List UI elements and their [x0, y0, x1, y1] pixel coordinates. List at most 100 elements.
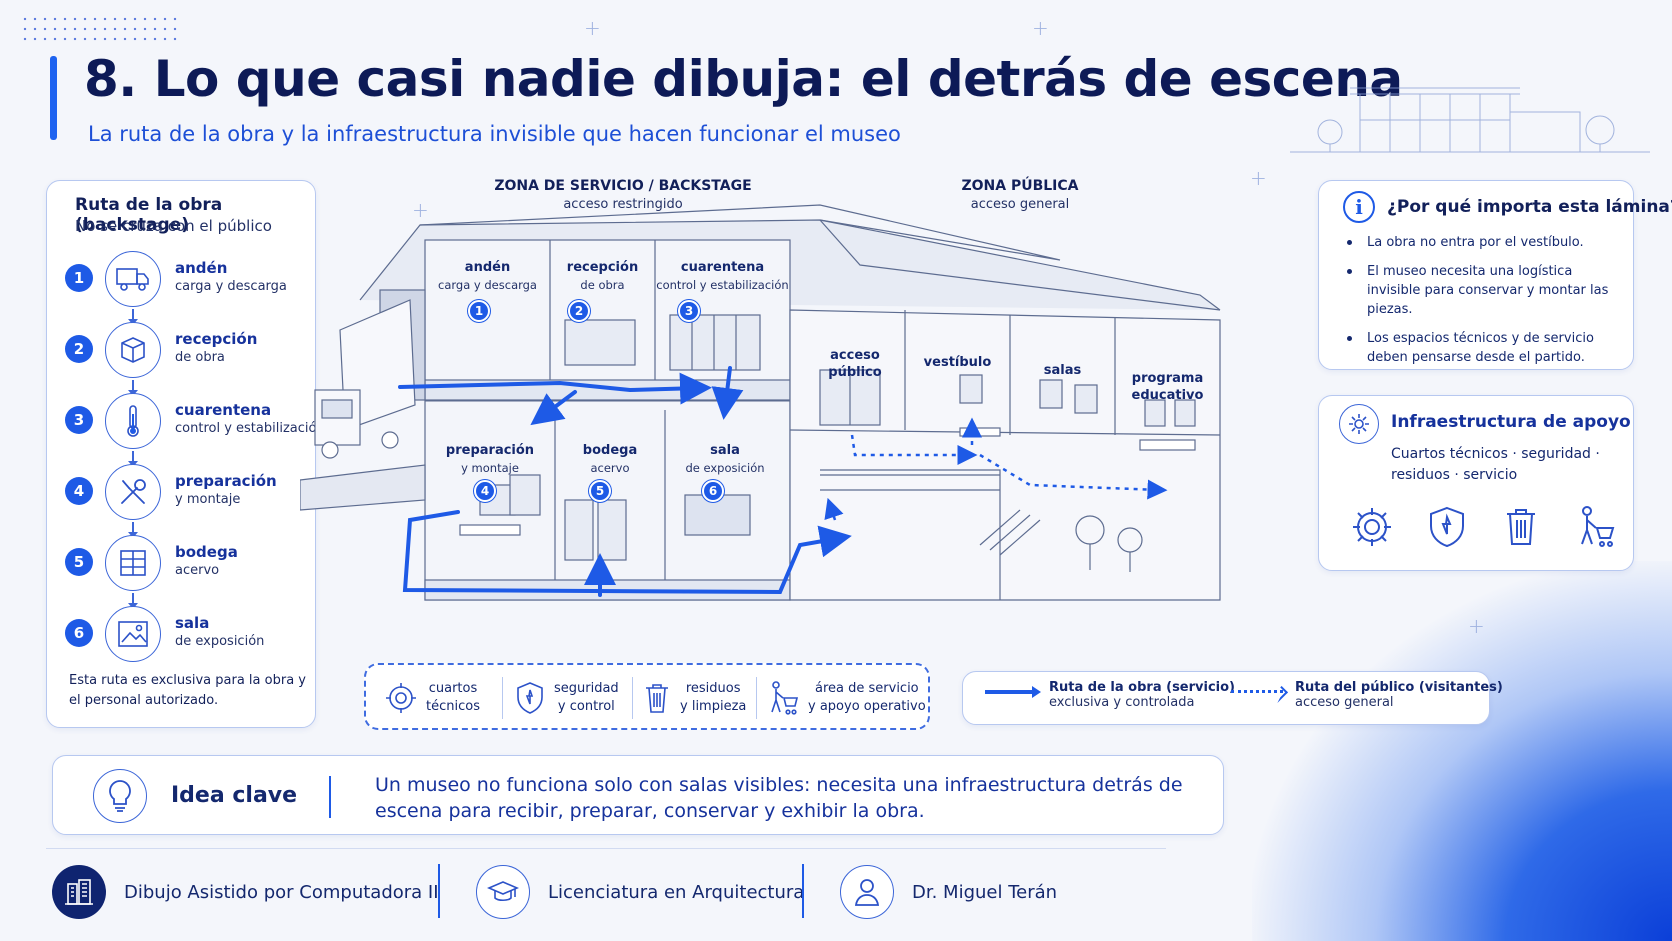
step-arrow — [128, 593, 138, 609]
route-note: Esta ruta es exclusiva para la obra y el… — [69, 673, 306, 708]
infrastructure-panel: Infraestructura de apoyo Cuartos técnico… — [1318, 395, 1634, 571]
tools-icon — [105, 464, 161, 520]
route-step: 2 recepción de obra — [61, 322, 311, 380]
list-item: La obra no entra por el vestíbulo. — [1343, 233, 1629, 252]
service-item: seguridad y control — [514, 673, 619, 723]
building-icon — [52, 865, 106, 919]
room-name: sala — [710, 443, 740, 458]
step-number: 6 — [65, 619, 93, 647]
zone-service-sub: acceso restringido — [563, 197, 683, 212]
step-arrow — [128, 309, 138, 325]
zone-service-label: ZONA DE SERVICIO / BACKSTAGE — [494, 178, 752, 194]
room-sub: carga y descarga — [438, 278, 537, 292]
zone-public-label: ZONA PÚBLICA — [961, 178, 1079, 194]
step-desc: y montaje — [175, 492, 241, 507]
building-section-sketch — [299, 204, 1221, 601]
step-number: 2 — [65, 335, 93, 363]
room-sub: y montaje — [461, 461, 519, 475]
step-number: 5 — [65, 548, 93, 576]
public-room-name: acceso — [830, 348, 880, 363]
step-number: 3 — [65, 406, 93, 434]
route-step: 4 preparación y montaje — [61, 464, 311, 522]
footer-text: Licenciatura en Arquitectura — [548, 881, 805, 903]
decorative-plus: + — [1032, 16, 1049, 40]
step-name: andén — [175, 259, 228, 277]
room-sub: de exposición — [685, 461, 765, 475]
gear-icon — [1353, 508, 1391, 546]
step-desc: de exposición — [175, 634, 265, 649]
infra-title: Infraestructura de apoyo — [1391, 412, 1631, 432]
step-name: cuarentena — [175, 401, 272, 419]
decorative-plus: + — [1250, 166, 1267, 190]
museum-section-drawing: andén carga y descarga 1 recepción de ob… — [299, 200, 1320, 655]
route-step: 1 andén carga y descarga — [61, 251, 311, 309]
gear-icon — [1339, 404, 1379, 444]
worker-cart-icon — [771, 681, 799, 715]
page-title: 8. Lo que casi nadie dibuja: el detrás d… — [84, 50, 1403, 108]
room-badge: 3 — [678, 300, 700, 322]
service-line1: área de servicio — [815, 681, 919, 696]
divider — [502, 677, 503, 719]
trash-icon — [1507, 509, 1536, 545]
key-idea-panel: Idea clave Un museo no funciona solo con… — [52, 755, 1224, 835]
dotted-arrow-icon — [1231, 690, 1283, 693]
legend-name: Ruta de la obra (servicio) — [1049, 680, 1235, 695]
divider — [802, 864, 804, 918]
room-sub: control y estabilización — [656, 278, 789, 292]
route-step: 3 cuarentena control y estabilización — [61, 393, 325, 451]
route-step: 6 sala de exposición — [61, 606, 311, 664]
divider — [438, 864, 440, 918]
room-badge: 5 — [589, 480, 611, 502]
room-name: andén — [464, 260, 511, 275]
step-number: 1 — [65, 264, 93, 292]
legend-item-service: Ruta de la obra (servicio) exclusiva y c… — [985, 680, 1235, 710]
service-line2: y limpieza — [680, 699, 747, 714]
service-line2: técnicos — [426, 699, 480, 714]
step-arrow — [128, 451, 138, 467]
room-name: recepción — [566, 260, 639, 275]
step-arrow — [128, 522, 138, 538]
footer-author: Dr. Miguel Terán — [840, 864, 1057, 920]
footer-divider — [46, 848, 1166, 849]
room-sub: de obra — [580, 278, 625, 292]
route-legend: Ruta de la obra (servicio) exclusiva y c… — [962, 671, 1503, 725]
truck-icon — [105, 251, 161, 307]
step-desc: control y estabilización — [175, 421, 325, 436]
room-sub: acervo — [590, 461, 630, 475]
service-line2: y apoyo operativo — [808, 699, 926, 714]
shield-icon — [517, 682, 543, 714]
worker-cart-icon — [1581, 506, 1615, 547]
idea-title: Idea clave — [171, 783, 298, 808]
picture-icon — [105, 606, 161, 662]
service-line1: seguridad — [554, 681, 619, 696]
service-line2: y control — [557, 699, 615, 714]
service-areas-strip: cuartos técnicos seguridad y control resid… — [364, 663, 930, 730]
why-list: La obra no entra por el vestíbulo. El mu… — [1343, 233, 1629, 377]
route-title: Ruta de la obra (backstage) — [75, 195, 223, 235]
room-name: preparación — [445, 443, 535, 458]
service-item: área de servicio y apoyo operativo — [766, 673, 926, 723]
list-item: El museo necesita una logística invisibl… — [1343, 262, 1629, 319]
graduation-cap-icon — [476, 865, 530, 919]
step-name: preparación — [175, 472, 277, 490]
step-arrow — [128, 380, 138, 396]
legend-sub: exclusiva y controlada — [1049, 695, 1195, 710]
route-step: 5 bodega acervo — [61, 535, 311, 593]
decorative-plus: + — [1468, 614, 1485, 638]
step-desc: de obra — [175, 350, 225, 365]
legend-name: Ruta del público (visitantes) — [1295, 680, 1503, 695]
thermometer-icon — [105, 393, 161, 449]
public-room-name: vestíbulo — [923, 355, 992, 370]
step-desc: carga y descarga — [175, 279, 287, 294]
step-name: recepción — [175, 330, 258, 348]
decorative-dots — [20, 14, 180, 44]
footer-text: Dr. Miguel Terán — [912, 881, 1058, 903]
lightbulb-icon — [93, 769, 147, 823]
service-line1: cuartos — [428, 681, 478, 696]
legend-sub: acceso general — [1295, 695, 1394, 710]
infra-icons — [1349, 504, 1619, 550]
room-badge: 2 — [568, 300, 590, 322]
route-panel: Ruta de la obra (backstage) No se cruza … — [46, 180, 325, 728]
page-subtitle: La ruta de la obra y la infraestructura … — [88, 122, 901, 146]
